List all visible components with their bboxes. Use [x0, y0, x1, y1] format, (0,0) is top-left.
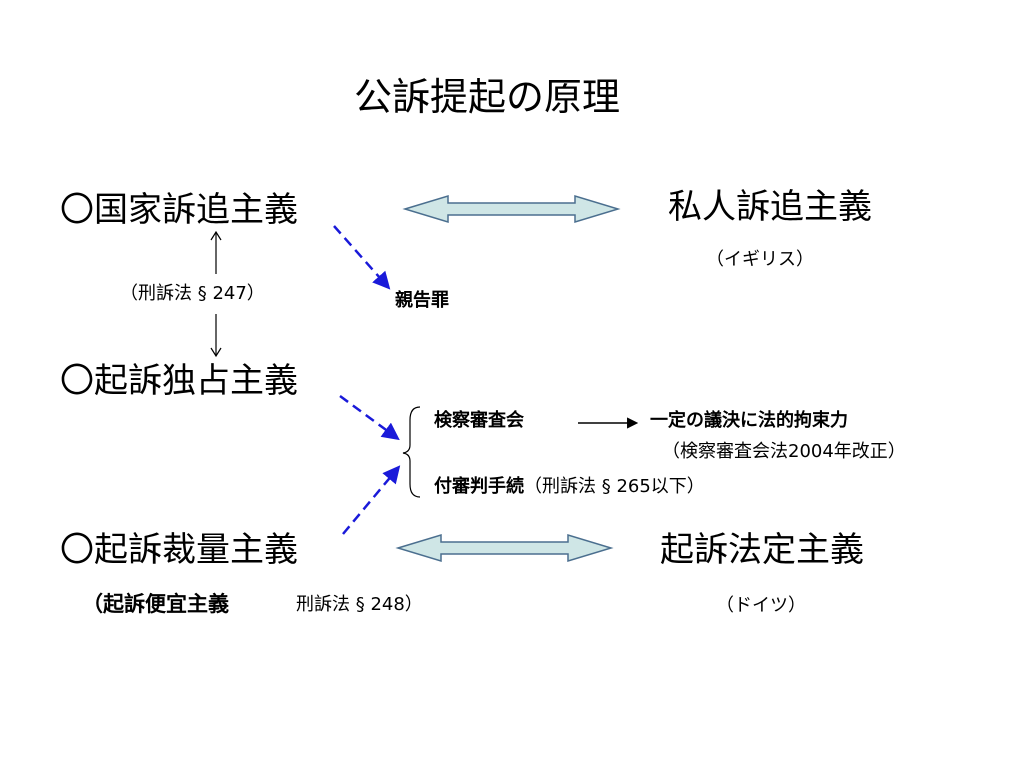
- private-prosecution-principle: 私人訴追主義: [668, 187, 872, 227]
- curly-brace: [402, 406, 421, 498]
- inquest-committee-label: 検察審査会: [434, 410, 524, 431]
- dashed-arrow-monopoly-to-bracket: [339, 394, 400, 441]
- discretion-note-bold: （起訴便宜主義: [82, 592, 229, 616]
- monopoly-reference: （刑訴法 § 247）: [120, 283, 265, 304]
- quasi-prosecution-reference: （刑訴法 § 265以下）: [524, 476, 705, 497]
- double-arrow-bottom: [395, 533, 614, 563]
- mandatory-prosecution-principle: 起訴法定主義: [660, 530, 864, 570]
- double-arrow-top: [402, 194, 621, 224]
- state-prosecution-principle: 〇国家訴追主義: [60, 190, 298, 230]
- prosecutorial-monopoly-principle: 〇起訴独占主義: [60, 361, 298, 401]
- prosecutorial-discretion-principle: 〇起訴裁量主義: [60, 530, 298, 570]
- mandatory-prosecution-country: （ドイツ）: [716, 595, 806, 616]
- discretion-note-reference: 刑訴法 § 248）: [296, 594, 423, 615]
- vertical-down-arrow: [210, 314, 222, 358]
- vertical-up-arrow: [210, 230, 222, 274]
- private-prosecution-country: （イギリス）: [706, 249, 814, 270]
- dashed-arrow-complaint-offense: [333, 225, 391, 290]
- dashed-arrow-discretion-to-bracket: [342, 465, 401, 535]
- binding-resolution-reference: （検察審査会法2004年改正）: [662, 441, 906, 462]
- complaint-offense-label: 親告罪: [395, 290, 449, 311]
- binding-resolution-label: 一定の議決に法的拘束力: [650, 410, 848, 431]
- page-title: 公訴提起の原理: [354, 75, 621, 119]
- quasi-prosecution-label: 付審判手続: [434, 476, 524, 497]
